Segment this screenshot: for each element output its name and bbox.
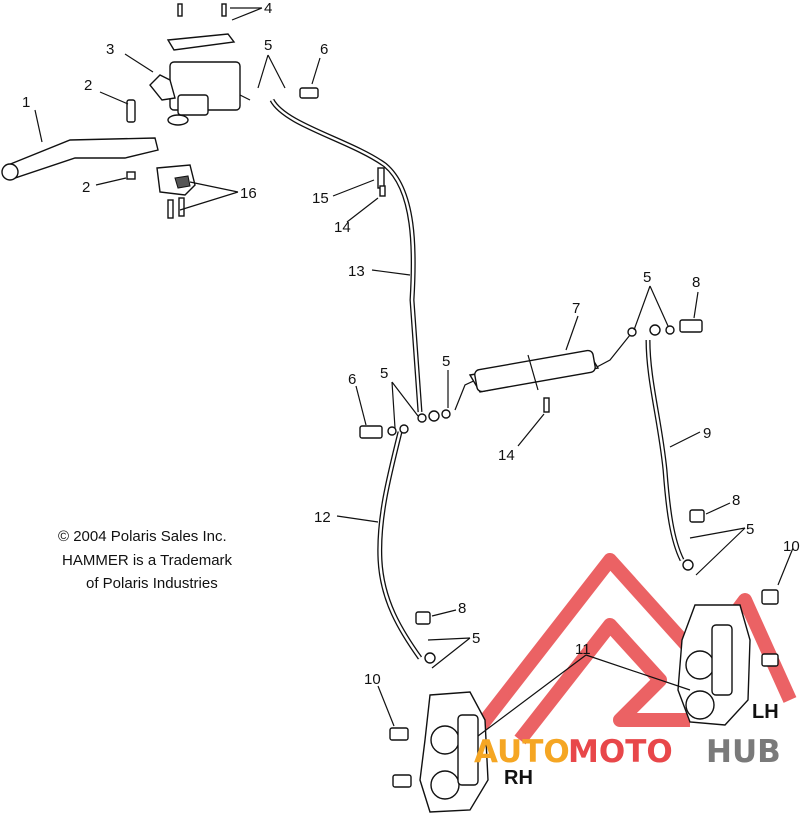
callout-13: 13 — [348, 263, 365, 280]
callout-14-upper: 14 — [334, 219, 351, 236]
callout-5-lh: 5 — [746, 521, 754, 538]
clamp — [156, 164, 196, 219]
brake-hoses — [269, 98, 685, 660]
copyright-block: © 2004 Polaris Sales Inc. HAMMER is a Tr… — [58, 528, 233, 592]
watermark-moto: MOTO — [568, 734, 673, 770]
reservoir-cover — [166, 33, 236, 51]
callout-1: 1 — [22, 94, 30, 111]
master-cylinder — [149, 33, 251, 126]
callout-5-top: 5 — [264, 37, 272, 54]
reservoir-screws — [177, 3, 227, 17]
rh-caliper — [389, 691, 489, 813]
watermark-auto: AUTO — [474, 734, 570, 770]
callout-8-rh: 8 — [458, 600, 466, 617]
brake-lever — [1, 99, 159, 181]
junction-block — [468, 349, 600, 413]
lh-label: LH — [752, 701, 779, 723]
lh-caliper — [677, 589, 779, 726]
callout-9: 9 — [703, 425, 711, 442]
watermark-text: AUTO MOTO HUB — [474, 734, 781, 770]
callout-15: 15 — [312, 190, 329, 207]
leader-lines — [34, 7, 794, 737]
callout-5-junction-left: 5 — [442, 353, 450, 370]
callout-5-rh: 5 — [472, 630, 480, 647]
copyright-line-1: © 2004 Polaris Sales Inc. — [58, 528, 227, 545]
callout-10-rh: 10 — [364, 671, 381, 688]
callout-5-mid: 5 — [380, 365, 388, 382]
callout-6-mid: 6 — [348, 371, 356, 388]
copyright-line-3: of Polaris Industries — [86, 575, 218, 592]
callout-16: 16 — [240, 185, 257, 202]
callout-labels: 1 2 2 3 4 5 6 16 15 14 13 7 5 8 6 5 5 14… — [22, 0, 800, 688]
rh-label: RH — [504, 767, 533, 789]
callout-12: 12 — [314, 509, 331, 526]
callout-2-nut: 2 — [82, 179, 90, 196]
watermark-hub: HUB — [706, 734, 781, 770]
callout-5-junction-right: 5 — [643, 269, 651, 286]
callout-7: 7 — [572, 300, 580, 317]
callout-6-top: 6 — [320, 41, 328, 58]
callout-2-pin: 2 — [84, 77, 92, 94]
copyright-line-2: HAMMER is a Trademark — [62, 552, 233, 569]
callout-14-lower: 14 — [498, 447, 515, 464]
callout-8-lh: 8 — [732, 492, 740, 509]
callout-3: 3 — [106, 41, 114, 58]
callout-11: 11 — [575, 641, 591, 658]
callout-8-upper: 8 — [692, 274, 700, 291]
callout-10-lh: 10 — [783, 538, 800, 555]
callout-4: 4 — [264, 0, 272, 17]
